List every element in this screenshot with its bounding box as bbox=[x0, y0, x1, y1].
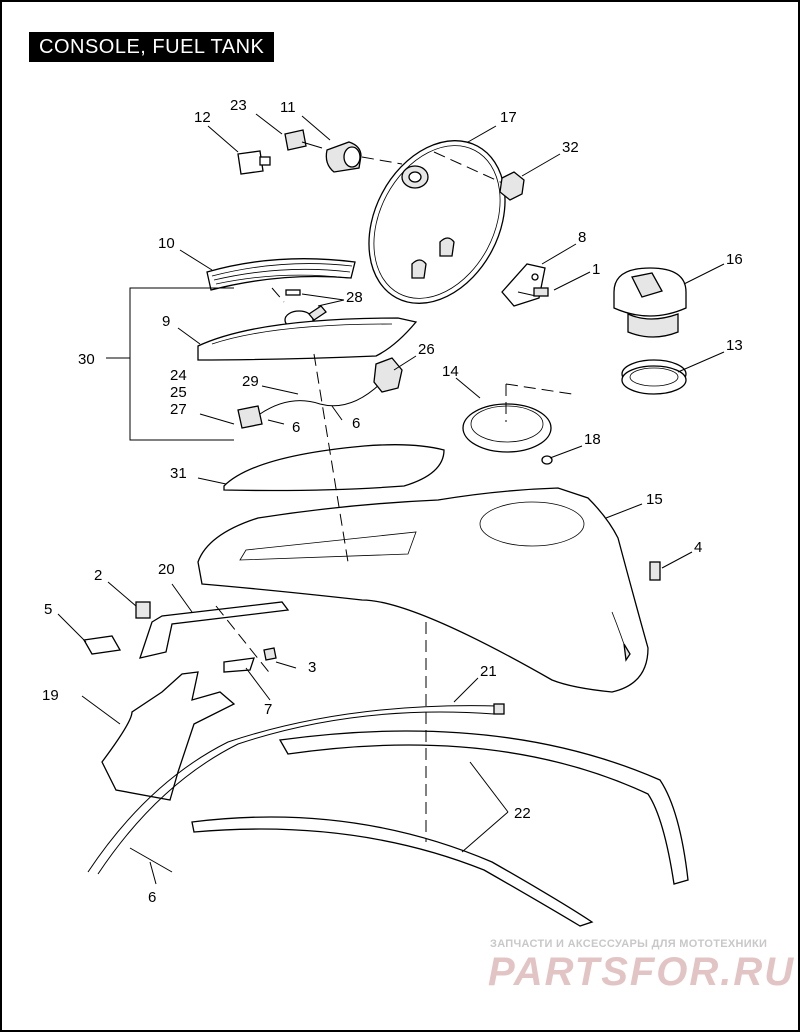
part-lens bbox=[206, 258, 356, 291]
callout-23: 23 bbox=[230, 97, 247, 114]
watermark-logo: PARTSFOR.RU bbox=[488, 950, 796, 994]
part-screw-4 bbox=[649, 561, 661, 581]
part-key bbox=[237, 150, 271, 175]
callout-16: 16 bbox=[726, 251, 743, 268]
callout-6-harness-right: 6 bbox=[352, 415, 360, 432]
assembly-axes bbox=[215, 287, 573, 842]
callout-15: 15 bbox=[646, 491, 663, 508]
callout-22: 22 bbox=[514, 805, 531, 822]
callout-21: 21 bbox=[480, 663, 497, 680]
callout-17: 17 bbox=[500, 109, 517, 126]
callout-32: 32 bbox=[562, 139, 579, 156]
callout-26: 26 bbox=[418, 341, 435, 358]
part-nut bbox=[499, 171, 525, 201]
callout-31: 31 bbox=[170, 465, 187, 482]
callout-30: 30 bbox=[78, 351, 95, 368]
callout-8: 8 bbox=[578, 229, 586, 246]
part-hose bbox=[87, 703, 505, 875]
part-seal-ring bbox=[462, 403, 552, 453]
callout-4: 4 bbox=[694, 539, 702, 556]
part-wiring-harness bbox=[237, 357, 403, 429]
callout-12: 12 bbox=[194, 109, 211, 126]
callout-20: 20 bbox=[158, 561, 175, 578]
callout-9: 9 bbox=[162, 313, 170, 330]
watermark-tagline: ЗАПЧАСТИ И АКСЕССУАРЫ ДЛЯ МОТОТЕХНИКИ bbox=[490, 938, 768, 950]
part-cable-tie bbox=[129, 847, 173, 873]
callout-29: 29 bbox=[242, 373, 259, 390]
part-trim-strips bbox=[191, 730, 689, 927]
part-lock-plate bbox=[284, 129, 323, 151]
callout-19: 19 bbox=[42, 687, 59, 704]
callout-6-harness: 6 bbox=[292, 419, 300, 436]
leader-lines bbox=[57, 113, 725, 885]
callout-27: 27 bbox=[170, 401, 187, 418]
callout-28: 28 bbox=[346, 289, 363, 306]
callout-18: 18 bbox=[584, 431, 601, 448]
callout-7: 7 bbox=[264, 701, 272, 718]
callout-2: 2 bbox=[94, 567, 102, 584]
callout-1: 1 bbox=[592, 261, 600, 278]
callout-5: 5 bbox=[44, 601, 52, 618]
callout-24: 24 bbox=[170, 367, 187, 384]
part-screw-18 bbox=[541, 455, 553, 465]
group-bracket-30 bbox=[106, 287, 234, 441]
part-bracket bbox=[501, 263, 549, 307]
callout-14: 14 bbox=[442, 363, 459, 380]
part-trim-panel bbox=[197, 317, 418, 361]
part-cap-gasket bbox=[621, 359, 687, 395]
callout-11: 11 bbox=[280, 99, 296, 116]
callout-10: 10 bbox=[158, 235, 175, 252]
callout-6-bottom: 6 bbox=[148, 889, 156, 906]
callout-25: 25 bbox=[170, 384, 187, 401]
part-ignition-switch bbox=[325, 141, 403, 173]
part-mounting-bracket bbox=[82, 601, 290, 673]
part-console bbox=[197, 487, 649, 693]
part-bezel-ring bbox=[368, 140, 508, 304]
diagram-title: CONSOLE, FUEL TANK bbox=[29, 32, 275, 62]
part-mount bbox=[101, 671, 236, 801]
part-gasket bbox=[223, 444, 445, 492]
part-fuel-cap bbox=[613, 267, 687, 338]
callout-13: 13 bbox=[726, 337, 743, 354]
callout-labels: 12 23 11 17 32 8 1 16 13 14 18 15 4 10 2… bbox=[42, 97, 743, 906]
callout-3: 3 bbox=[308, 659, 316, 676]
